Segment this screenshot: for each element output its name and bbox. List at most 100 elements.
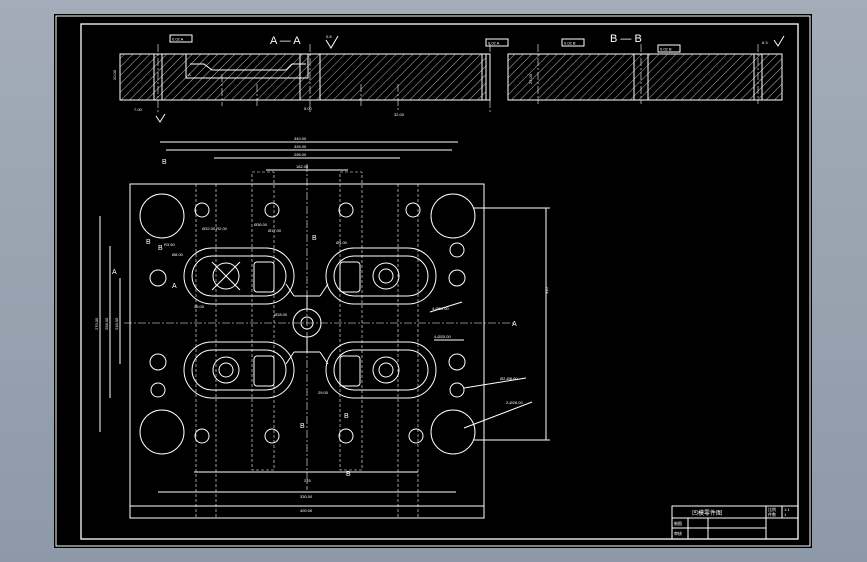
cavity-bl-window (253, 355, 275, 387)
cavity-tl-window (253, 261, 275, 293)
cavity-tr-boss-inner (378, 268, 394, 284)
aa-plate-body (119, 53, 487, 101)
marker-b-left: B (146, 239, 151, 246)
sprue-inner (300, 316, 314, 330)
slot-left-inner (251, 171, 275, 471)
leader-small-hole-text: 4-Ø20.00 (434, 334, 451, 339)
outer-frame (55, 15, 811, 547)
cavity-bl-inner (191, 349, 287, 391)
cavity-tl-cross-2 (211, 261, 241, 291)
dim-400-text: 400.00 (300, 508, 313, 513)
callout-c-text: Ø8.00 (172, 252, 184, 257)
callout-a-text: Ø32.00 R2.00 (202, 226, 228, 231)
section-b-b: B — B 0.02 B 0.02 B 25.00 6.3 (507, 33, 785, 104)
cavity-br-window (339, 355, 361, 387)
aa-cavity-profile (190, 63, 306, 71)
title-block-qty-value: 1 (784, 512, 787, 517)
cavity-br-outer (325, 341, 437, 399)
aa-roughness-symbol (325, 35, 339, 49)
section-a-a-label: A — A (270, 35, 301, 47)
pin-hole-l2 (149, 353, 167, 371)
corner-roughness-symbol (773, 35, 785, 47)
pin-hole-r1 (449, 242, 465, 258)
big-hole-tr (430, 193, 476, 239)
runner-text: Ø4.00 (336, 240, 348, 245)
marker-b-bottom-left: B (300, 423, 305, 430)
drawing-viewport[interactable]: A — A 0.02 A 0.02 A 0.8 20.00 7.00 5.00 … (54, 14, 812, 548)
aa-label-a-marker: A (188, 72, 191, 77)
title-block-qty-label: 件数 (768, 511, 776, 517)
title-block-scale-label: 比例 (768, 506, 776, 512)
leader-right-a (463, 377, 527, 389)
marker-b-top: B (162, 159, 167, 166)
marker-a-left-lower: A (172, 283, 177, 290)
small-hole-8 (408, 428, 424, 444)
dim-258-text: 258.00 (104, 317, 109, 330)
bb-flatness-text: 0.02 B (564, 41, 576, 46)
dim-182-text: 182.00 (296, 164, 309, 169)
cavity-tr-inner (333, 255, 429, 297)
gate-text: 29.00 (318, 390, 329, 395)
aa-dim-20: 20.00 (112, 69, 117, 80)
section-a-a: A — A 0.02 A 0.02 A 0.8 20.00 7.00 5.00 … (112, 34, 509, 123)
section-b-b-label: B — B (610, 33, 642, 45)
pin-hole-l3 (150, 382, 166, 398)
dim-326-text: 326.00 (294, 144, 307, 149)
inner-frame (80, 23, 799, 540)
cavity-bl-outer (183, 341, 295, 399)
slot-right-outer (397, 183, 419, 519)
callout-d-text: Ø36.00 (254, 222, 268, 227)
pin-hole-r3 (448, 353, 466, 371)
small-hole-6 (264, 428, 280, 444)
aa-roughness-value: 0.8 (326, 34, 332, 39)
dim-218-text: 218.00 (114, 317, 119, 330)
big-hole-bl (139, 409, 185, 455)
cavity-tr-boss (372, 262, 400, 290)
dim-245-text: 245 (304, 478, 311, 483)
slot-left-outer (195, 183, 217, 519)
marker-a-left: A (112, 269, 117, 276)
bb-plate-body (507, 53, 783, 101)
aa-roughness-small (155, 113, 166, 123)
small-hole-7 (338, 428, 354, 444)
cavity-br-boss (372, 356, 400, 384)
cad-drawing: A — A 0.02 A 0.02 A 0.8 20.00 7.00 5.00 … (55, 15, 811, 547)
small-hole-1 (194, 202, 210, 218)
marker-b-bottom-right: B (344, 413, 349, 420)
small-hole-4 (405, 202, 421, 218)
marker-b-left-lower: B (158, 245, 163, 252)
bb-flatness-box (561, 38, 585, 47)
title-block: 凹模零件图 比例 1:1 件数 1 制图 审核 (671, 505, 799, 540)
dim-35-text: 35.00 (194, 304, 205, 309)
aa-flatness-left-text: 0.02 A (172, 37, 184, 42)
big-hole-tl (139, 193, 185, 239)
aa-flatness-box-right (485, 38, 509, 47)
slot-right-inner (339, 171, 363, 471)
cavity-bl-boss (212, 356, 240, 384)
small-hole-3 (338, 202, 354, 218)
marker-a-right: A (512, 321, 517, 328)
aa-cavity-pocket (185, 53, 309, 79)
pin-hole-r4 (449, 382, 465, 398)
leader-right-b-text: 2-Ø28.00 (506, 400, 523, 405)
callout-b-text: R3.50 (164, 242, 175, 247)
corner-roughness-value: 6.3 (762, 40, 768, 45)
marker-b-center: B (312, 235, 317, 242)
center-dia-text: Ø28.00 (274, 312, 288, 317)
aa-dim-5: 5.00 (304, 106, 313, 111)
title-block-frame (671, 505, 799, 540)
marker-b-bottom: B (346, 471, 351, 478)
title-block-drawn-label: 制图 (674, 520, 682, 526)
pin-hole-r2 (448, 269, 466, 287)
cavity-br-boss-inner (378, 362, 394, 378)
cavity-tr-window (339, 261, 361, 293)
cavity-tr-outer (325, 247, 437, 305)
cavity-tl-outer (183, 247, 295, 305)
cavity-br-inner (333, 349, 429, 391)
leader-big-hole (429, 301, 463, 313)
cavity-tl-inner (191, 255, 287, 297)
title-block-title: 凹模零件图 (692, 509, 722, 517)
bb-flatness-box-2 (657, 44, 681, 53)
dim-330-text: 330.00 (300, 494, 313, 499)
aa-flatness-box-left (169, 34, 193, 43)
